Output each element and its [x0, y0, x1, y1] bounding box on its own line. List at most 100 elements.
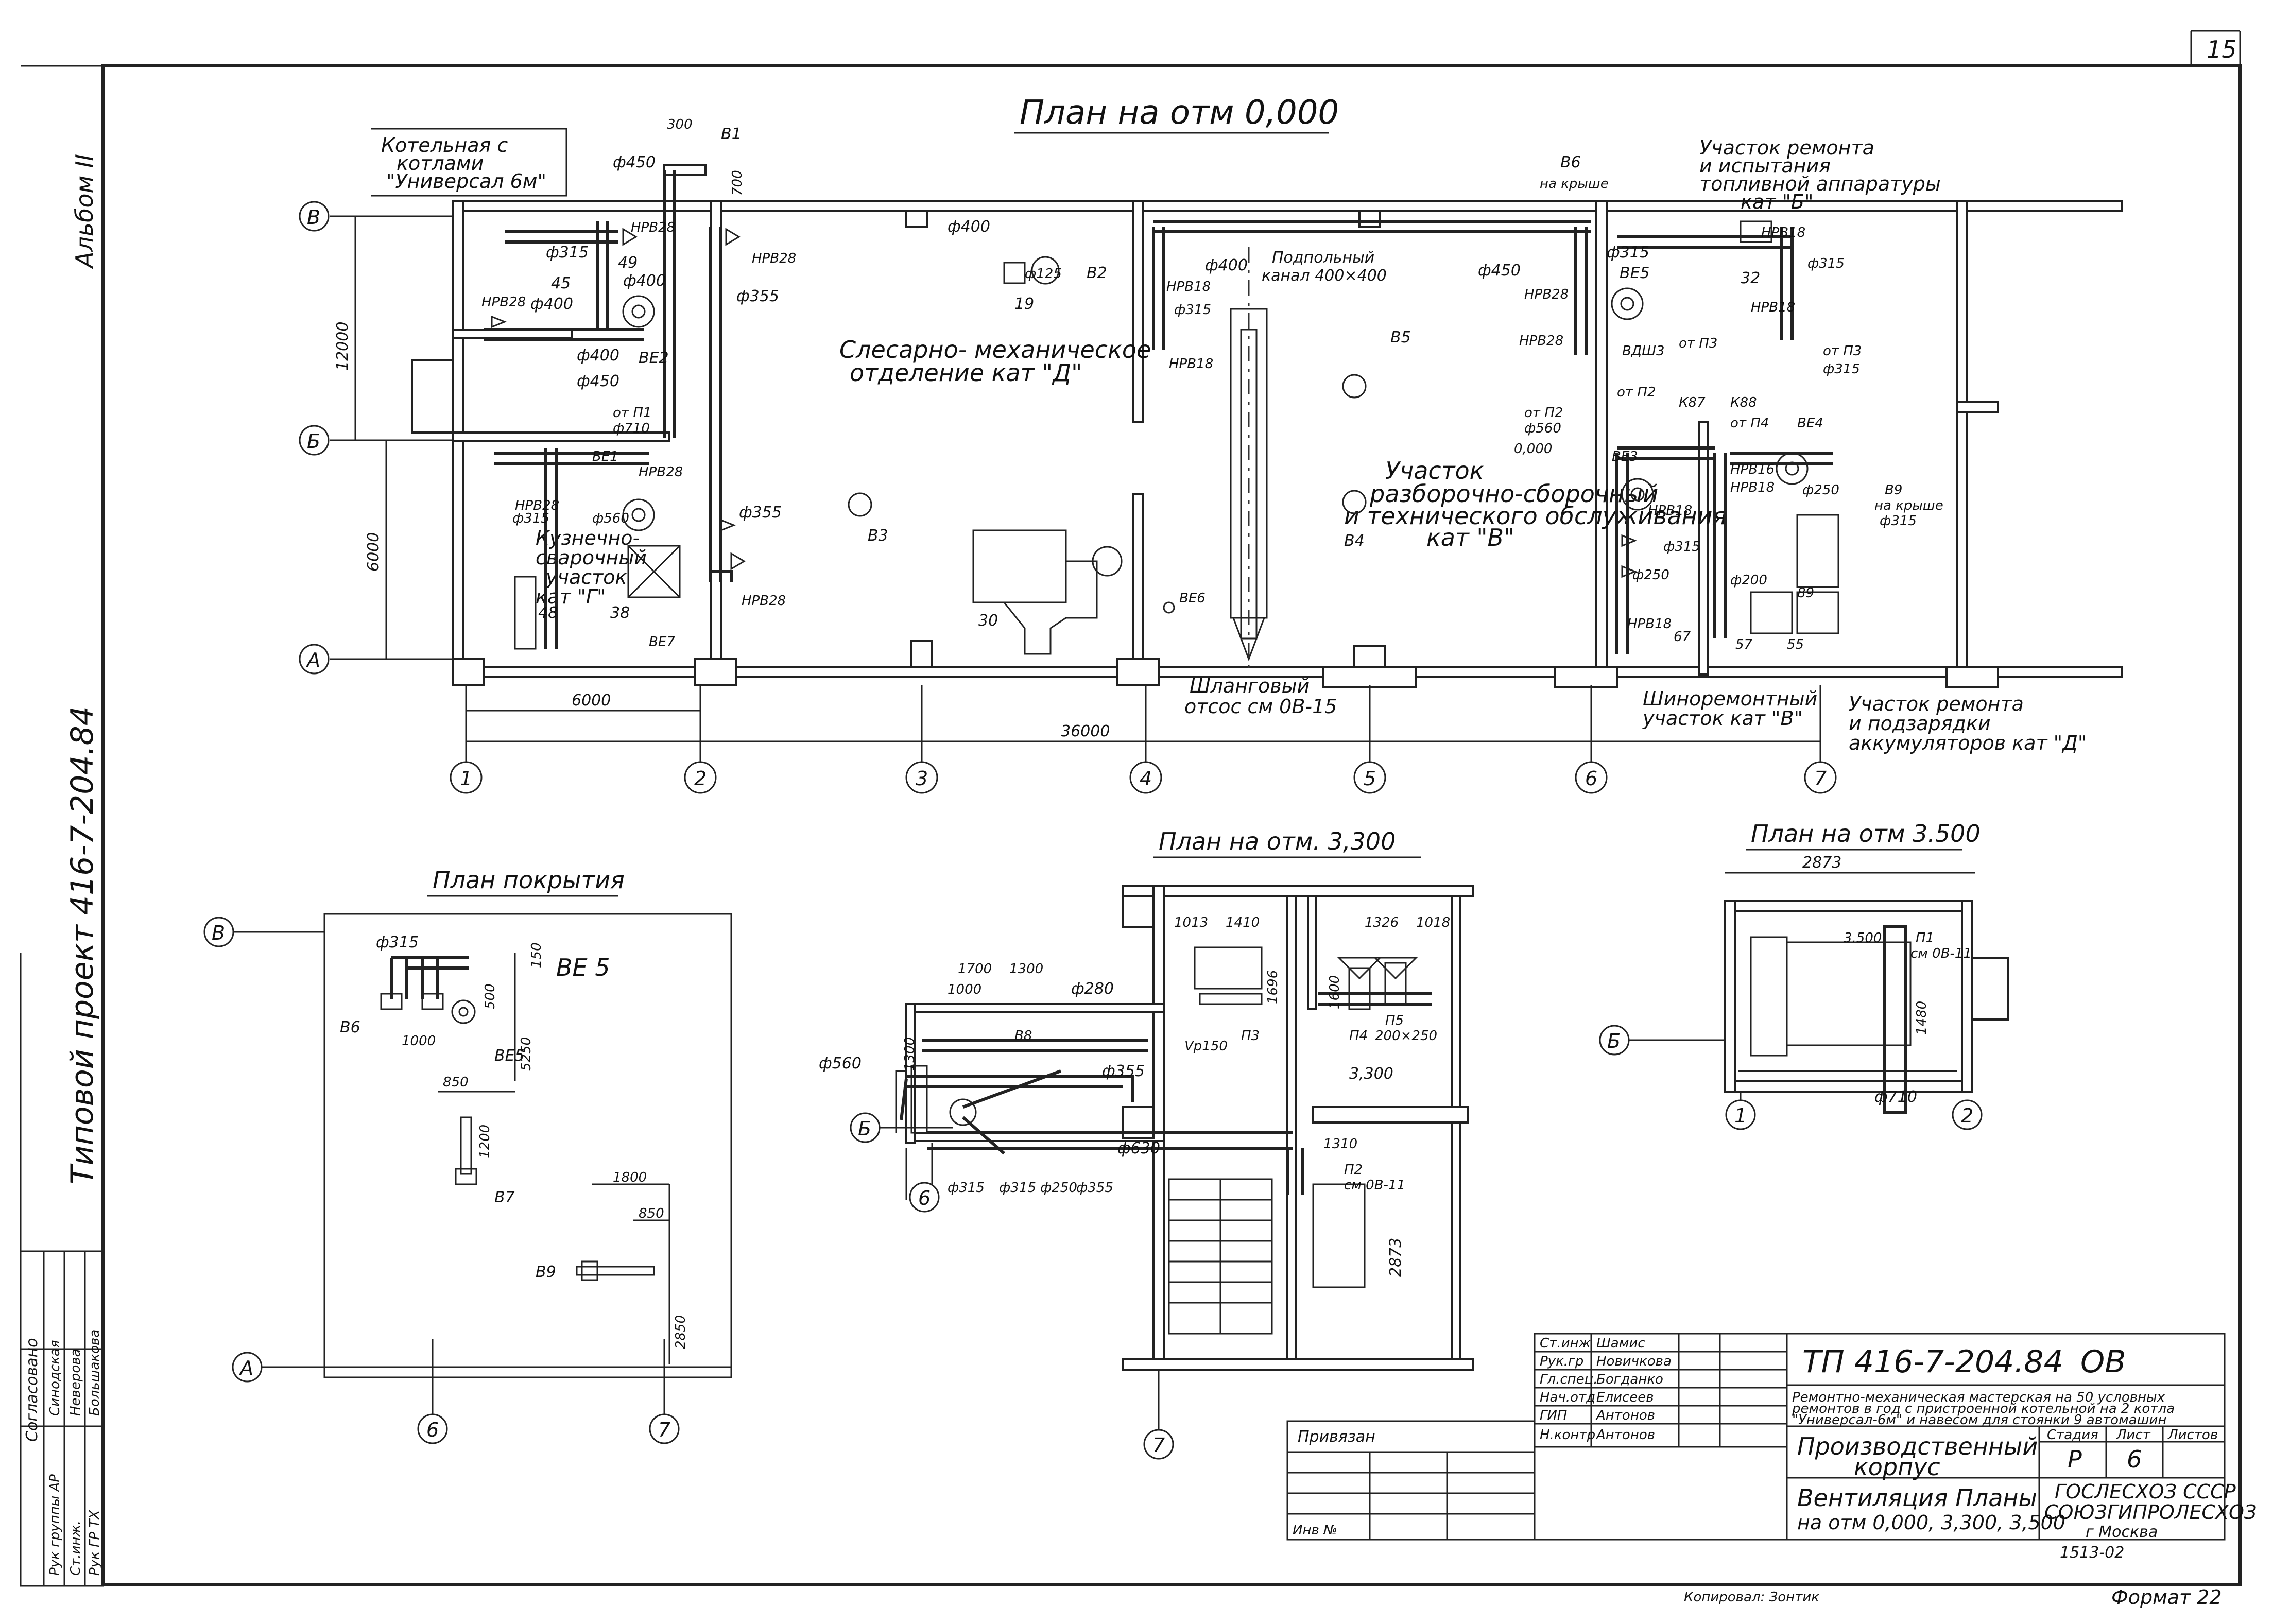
roof-d1200: 1200	[477, 1125, 493, 1159]
duct-forge-2	[494, 452, 649, 465]
label-n89: 89	[1797, 585, 1814, 601]
label-hpv28e: НРВ28	[752, 251, 796, 266]
p33-d1013a: 1013	[1174, 915, 1208, 930]
roof-be5a: ВЕ 5	[556, 954, 610, 981]
p35-f710: ф710	[1874, 1088, 1917, 1106]
fuel-line-1: Участок ремонта	[1699, 136, 1874, 159]
label-hpv28d: НРВ28	[515, 498, 559, 513]
staff-name-2: Новичкова	[1596, 1354, 1672, 1369]
sheet-value: 6	[2127, 1445, 2142, 1473]
label-f450a: ф450	[613, 153, 656, 171]
project-label: Типовой проект 416-7-204.84	[64, 706, 100, 1184]
label-f315c: ф315	[1174, 302, 1211, 318]
staff-name-4: Елисеев	[1596, 1390, 1654, 1405]
p33-p2: П2	[1344, 1162, 1363, 1178]
battery-line-3: аккумуляторов кат "Д"	[1849, 732, 2087, 754]
label-d700: 700	[730, 170, 745, 196]
forge-line-1: Кузнечно-	[536, 527, 640, 549]
fuel-line-4: кат "Б"	[1741, 191, 1813, 213]
label-otp2b: от П2	[1617, 385, 1656, 400]
label-f250a: ф250	[1632, 567, 1669, 583]
label-f315d: ф315	[1607, 244, 1649, 262]
boiler-line-3: "Универсал 6м"	[386, 170, 546, 193]
label-hpv28a: НРВ28	[631, 220, 675, 235]
axis-6: 6	[1585, 767, 1597, 790]
hose-line-1: Шланговый	[1190, 675, 1310, 697]
duct-tire-vert	[1615, 453, 1629, 654]
axis-5: 5	[1364, 767, 1376, 790]
axis-a: А	[305, 649, 320, 671]
plan0-number-axes: 6000 36000 1 2 3 4 5 6 7	[450, 685, 1837, 794]
plan35-title: План на отм 3.500	[1751, 820, 1981, 848]
plan33-axis-6: 6	[918, 1187, 931, 1210]
label-n48: 48	[538, 604, 558, 622]
format-label: Формат 22	[2111, 1586, 2222, 1609]
drawing-mark: ОВ	[2080, 1344, 2126, 1380]
p35-d2873: 2873	[1802, 854, 1841, 872]
underfloor-line-1: Подпольный	[1272, 249, 1374, 267]
p33-d1326: 1326	[1365, 915, 1399, 930]
fuel-line-2: и испытания	[1699, 154, 1831, 177]
title-block: Привязан Инв № Ст.инж Шамис Рук.гр Нович…	[1286, 1333, 2257, 1541]
label-b3: В3	[868, 527, 888, 545]
archive-number: 1513-02	[2060, 1544, 2124, 1562]
approval-role-2: Ст.инж.	[68, 1521, 83, 1576]
album-label: Альбом II	[71, 154, 98, 269]
roof-b6: В6	[340, 1018, 360, 1036]
duct-tire	[1617, 446, 1715, 460]
battery-line-2: и подзарядки	[1849, 712, 1991, 735]
duct-fuel-vert	[1780, 227, 1794, 340]
label-otp4: от П4	[1730, 416, 1769, 431]
label-n19: 19	[1014, 295, 1034, 313]
p33-f560: ф560	[819, 1055, 862, 1073]
axis-v: В	[307, 206, 320, 229]
label-f400e: ф400	[1205, 256, 1248, 274]
label-n49: 49	[618, 254, 638, 272]
label-k87: К87	[1679, 395, 1706, 410]
label-n30: 30	[978, 612, 998, 630]
axis-7: 7	[1814, 767, 1827, 790]
plan-level-0: План на отм 0,000 Котельная с котлами	[299, 94, 2123, 794]
label-f315a: ф315	[546, 244, 589, 262]
sheet-label: Лист	[2116, 1427, 2151, 1443]
axis-2: 2	[694, 767, 707, 790]
label-b1: В1	[721, 125, 742, 143]
p33-d2873: 2873	[1387, 1238, 1405, 1277]
boiler-line-2: котлами	[397, 152, 484, 175]
sheet-title-line-2: на отм 0,000, 3,300, 3,500	[1797, 1511, 2065, 1534]
label-f400d: ф400	[948, 218, 990, 236]
duct-b1-riser	[663, 164, 707, 176]
plan0-title: План на отм 0,000	[1020, 94, 1339, 132]
label-otp2a: от П2	[1524, 405, 1563, 421]
label-f400c: ф400	[577, 347, 619, 365]
roof-d850a: 850	[443, 1075, 469, 1090]
battery-line-1: Участок ремонта	[1849, 693, 2024, 715]
label-be1: ВЕ1	[592, 449, 618, 464]
roof-axis-7: 7	[658, 1419, 670, 1441]
p33-d1310: 1310	[1323, 1136, 1357, 1152]
label-f200: ф200	[1730, 573, 1767, 588]
boiler-room-label: Котельная с котлами "Универсал 6м"	[371, 128, 567, 197]
duct-boiler-low	[484, 328, 644, 341]
hose-line-2: отсос см 0В-15	[1184, 695, 1337, 718]
label-f450c: ф450	[1478, 262, 1521, 280]
plan0-letter-axes: В Б А 12000 6000	[299, 201, 453, 675]
p33-p5: П5	[1385, 1013, 1404, 1028]
staff-role-1: Ст.инж	[1540, 1336, 1591, 1351]
axis-3: 3	[916, 767, 928, 790]
p35-p1ref: см 0В-11	[1910, 946, 1972, 961]
label-f400a: ф400	[623, 272, 666, 290]
boiler-line-1: Котельная с	[381, 134, 508, 157]
roof-plan: План покрытия В А 6 7 ф315 ВЕ 5 150 500 …	[203, 866, 732, 1444]
roof-axis-v: В	[212, 922, 225, 944]
label-be5: ВЕ5	[1620, 264, 1650, 282]
label-hpv28f: НРВ28	[742, 593, 786, 609]
staff-name-3: Богданко	[1596, 1372, 1663, 1387]
plan-level-3500: План на отм 3.500 2873 Б 1 2 3.500 П1 см…	[1599, 820, 2009, 1130]
plan-level-3300: План на отм. 3,300	[819, 827, 1474, 1460]
description-line-1: Ремонтно-механическая мастерская на 50 у…	[1792, 1390, 2165, 1405]
label-f400b: ф400	[530, 295, 573, 313]
p33-f250: ф250	[1040, 1180, 1077, 1196]
underfloor-line-2: канал 400×400	[1262, 267, 1387, 285]
label-n45: 45	[551, 274, 571, 292]
